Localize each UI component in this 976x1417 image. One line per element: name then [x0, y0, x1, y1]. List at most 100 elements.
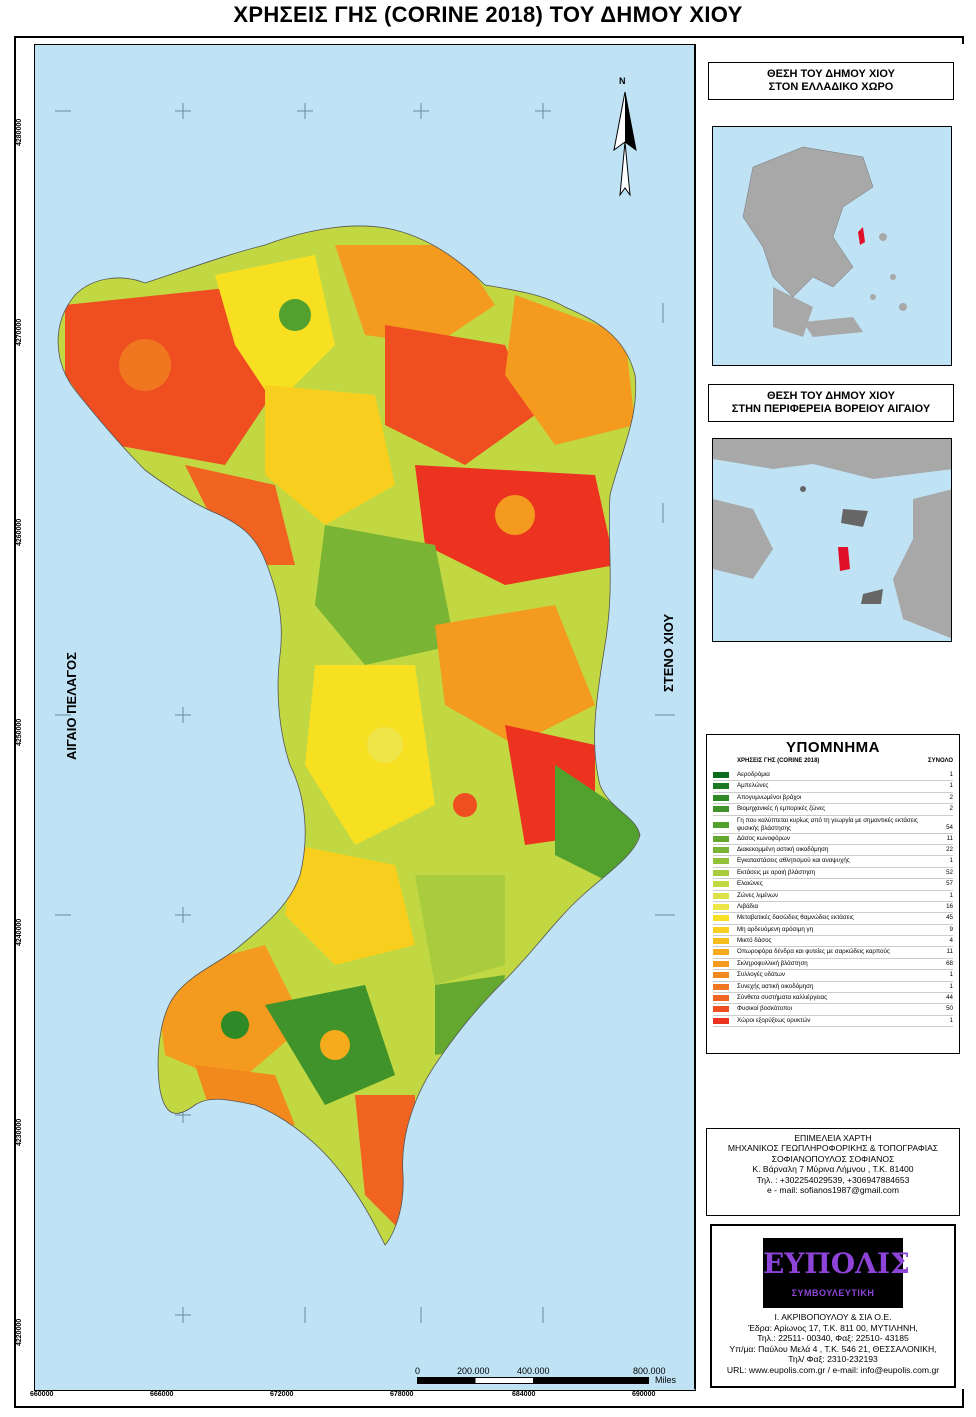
legend-count: 44 — [946, 994, 953, 1002]
credit-line: ΕΠΙΜΕΛΕΙΑ ΧΑΡΤΗ — [794, 1133, 872, 1143]
legend-swatch — [713, 772, 729, 778]
y-tick: 4240000 — [16, 918, 23, 946]
legend-count: 9 — [949, 925, 953, 933]
inset2-title-box — [708, 384, 954, 422]
legend-count: 22 — [946, 845, 953, 853]
y-tick: 4250000 — [16, 718, 23, 746]
x-tick: 678000 — [390, 1391, 414, 1398]
map-credit: ΕΠΙΜΕΛΕΙΑ ΧΑΡΤΗ ΜΗΧΑΝΙΚΟΣ ΓΕΩΠΛΗΡΟΦΟΡΙΚΗ… — [706, 1128, 960, 1216]
legend-count: 1 — [949, 971, 953, 979]
legend-count: 1 — [949, 1016, 953, 1024]
inset1-title-line1: ΘΕΣΗ ΤΟΥ ΔΗΜΟΥ ΧΙΟΥ — [767, 68, 895, 80]
legend-item: Εγκαταστάσεις αθλητισμού και αναψυχής 1 — [713, 856, 953, 868]
scale-label: 0 — [415, 1366, 421, 1376]
scale-bar-graphic — [417, 1377, 649, 1384]
x-tick: 666000 — [150, 1391, 174, 1398]
inset2-title-line1: ΘΕΣΗ ΤΟΥ ΔΗΜΟΥ ΧΙΟΥ — [767, 390, 895, 402]
y-tick: 4270000 — [16, 318, 23, 346]
legend-swatch — [713, 846, 729, 853]
firm-line: Υπ/μα: Παύλου Μελά 4 , Τ.Κ. 546 21, ΘΕΣΣ… — [729, 1343, 937, 1354]
scale-bar: 0 200.000 400.000 800.000 Miles — [415, 1366, 695, 1386]
legend-swatch — [713, 821, 729, 828]
legend-header: ΧΡΗΣΕΙΣ ΓΗΣ (CORINE 2018) ΣΥΝΟΛΟ — [737, 758, 953, 770]
firm-line: Ι. ΑΚΡΙΒΟΠΟΥΛΟΥ & ΣΙΑ Ο.Ε. — [774, 1312, 892, 1322]
x-tick: 690000 — [632, 1391, 656, 1398]
legend-label: Ελαιώνες — [737, 880, 763, 888]
scale-unit: Miles — [655, 1375, 677, 1385]
logo-sub-text: ΣΥΜΒΟΥΛΕΥΤΙΚΗ — [791, 1288, 875, 1298]
legend-label: Εκτάσεις με αραιή βλάστηση — [737, 868, 816, 876]
legend-swatch — [713, 926, 729, 933]
legend-swatch — [713, 915, 729, 922]
legend-item: Ελαιώνες 57 — [713, 879, 953, 891]
legend-label: Γη που καλύπτεται κυρίως από τη γεωργία … — [737, 816, 918, 832]
legend-count: 1 — [949, 857, 953, 865]
legend-swatch — [713, 1006, 729, 1013]
legend-label: Λιβάδια — [737, 902, 759, 910]
credit-line: ΜΗΧΑΝΙΚΟΣ ΓΕΩΠΛΗΡΟΦΟΡΙΚΗΣ & ΤΟΠΟΓΡΑΦΙΑΣ — [727, 1143, 939, 1154]
inset-map-north-aegean[interactable] — [712, 438, 952, 642]
inset1-title-line2: ΣΤΟΝ ΕΛΛΑΔΙΚΟ ΧΩΡΟ — [768, 81, 894, 93]
legend-label: Χώροι εξορύξεως ορυκτών — [737, 1016, 811, 1024]
legend-count: 16 — [946, 902, 953, 910]
legend-col-left: ΧΡΗΣΕΙΣ ΓΗΣ (CORINE 2018) — [737, 758, 820, 764]
y-tick: 4260000 — [16, 518, 23, 546]
legend-count: 1 — [949, 891, 953, 899]
legend-count: 11 — [946, 834, 953, 842]
land-use-patches — [58, 225, 640, 1245]
legend-swatch — [713, 835, 729, 842]
y-tick: 4230000 — [16, 1118, 23, 1146]
sea-label-east: ΣΤΕΝΟ ΧΙΟΥ — [661, 613, 676, 692]
legend-swatch — [713, 960, 729, 967]
legend-swatch — [713, 881, 729, 888]
north-label: N — [619, 76, 626, 86]
x-tick: 684000 — [512, 1391, 536, 1398]
north-arrow-icon — [613, 91, 637, 197]
legend-swatch — [713, 858, 729, 865]
legend-title: ΥΠΟΜΝΗΜΑ — [786, 739, 880, 756]
legend-swatch — [713, 983, 729, 990]
legend-item: Λιβάδια 16 — [713, 902, 953, 914]
legend-label: Απογυμνωμένοι βράχοι — [737, 793, 802, 801]
legend-swatch — [713, 783, 729, 790]
legend-count: 57 — [946, 880, 953, 888]
legend-label: Αεροδρόμια — [737, 771, 770, 778]
legend-label: Βιομηχανικές ή εμπορικές ζώνες — [737, 805, 826, 813]
y-tick: 4220000 — [16, 1318, 23, 1346]
scale-label: 400.000 — [517, 1366, 550, 1376]
legend-label: Οπωροφόρα δένδρα και φυτείες με σαρκώδει… — [737, 948, 890, 956]
sea-label-west: ΑΙΓΑΙΟ ΠΕΛΑΓΟΣ — [64, 652, 79, 760]
credit-line: Τηλ. : +302254029539, +306947884653 — [756, 1174, 910, 1185]
eupolis-logo: ΕΥΠΟΛΙΣ ΣΥΜΒΟΥΛΕΥΤΙΚΗ — [763, 1238, 910, 1308]
legend-swatch — [713, 972, 729, 979]
firm-line[interactable]: URL: www.eupolis.com.gr / e-mail: info@e… — [726, 1364, 940, 1375]
graticule — [55, 103, 675, 1323]
greece-map — [742, 146, 907, 337]
logo-main-text: ΕΥΠΟΛΙΣ — [763, 1247, 910, 1280]
credit-line: e - mail: sofianos1987@gmail.com — [767, 1185, 899, 1196]
legend-count: 52 — [946, 868, 953, 876]
legend-count: 54 — [946, 823, 953, 831]
chios-island-map — [55, 103, 675, 1323]
legend-swatch — [713, 794, 729, 801]
inset-map-greece[interactable] — [712, 126, 952, 366]
legend-label: Αμπελώνες — [737, 782, 769, 790]
legend-swatch — [713, 903, 729, 910]
island-outline — [57, 225, 641, 1246]
legend-label: Συνεχής αστική οικοδόμηση — [737, 982, 814, 990]
main-map[interactable] — [34, 44, 696, 1391]
credit-line: ΣΟΦΙΑΝΟΠΟΥΛΟΣ ΣΟΦΙΑΝΟΣ — [771, 1153, 895, 1164]
legend-label: Εγκαταστάσεις αθλητισμού και αναψυχής — [737, 857, 850, 865]
legend-count: 68 — [946, 959, 953, 967]
x-tick: 660000 — [30, 1391, 54, 1398]
scale-label: 200.000 — [457, 1366, 490, 1376]
legend-rows: Αεροδρόμια 1 Αμπελώνες 1 Απογυμνωμένοι βράχο… — [707, 770, 959, 1028]
firm-line: Έδρα: Αρίωνος 17, Τ.Κ. 811 00, ΜΥΤΙΛΗΝΗ, — [748, 1322, 918, 1333]
